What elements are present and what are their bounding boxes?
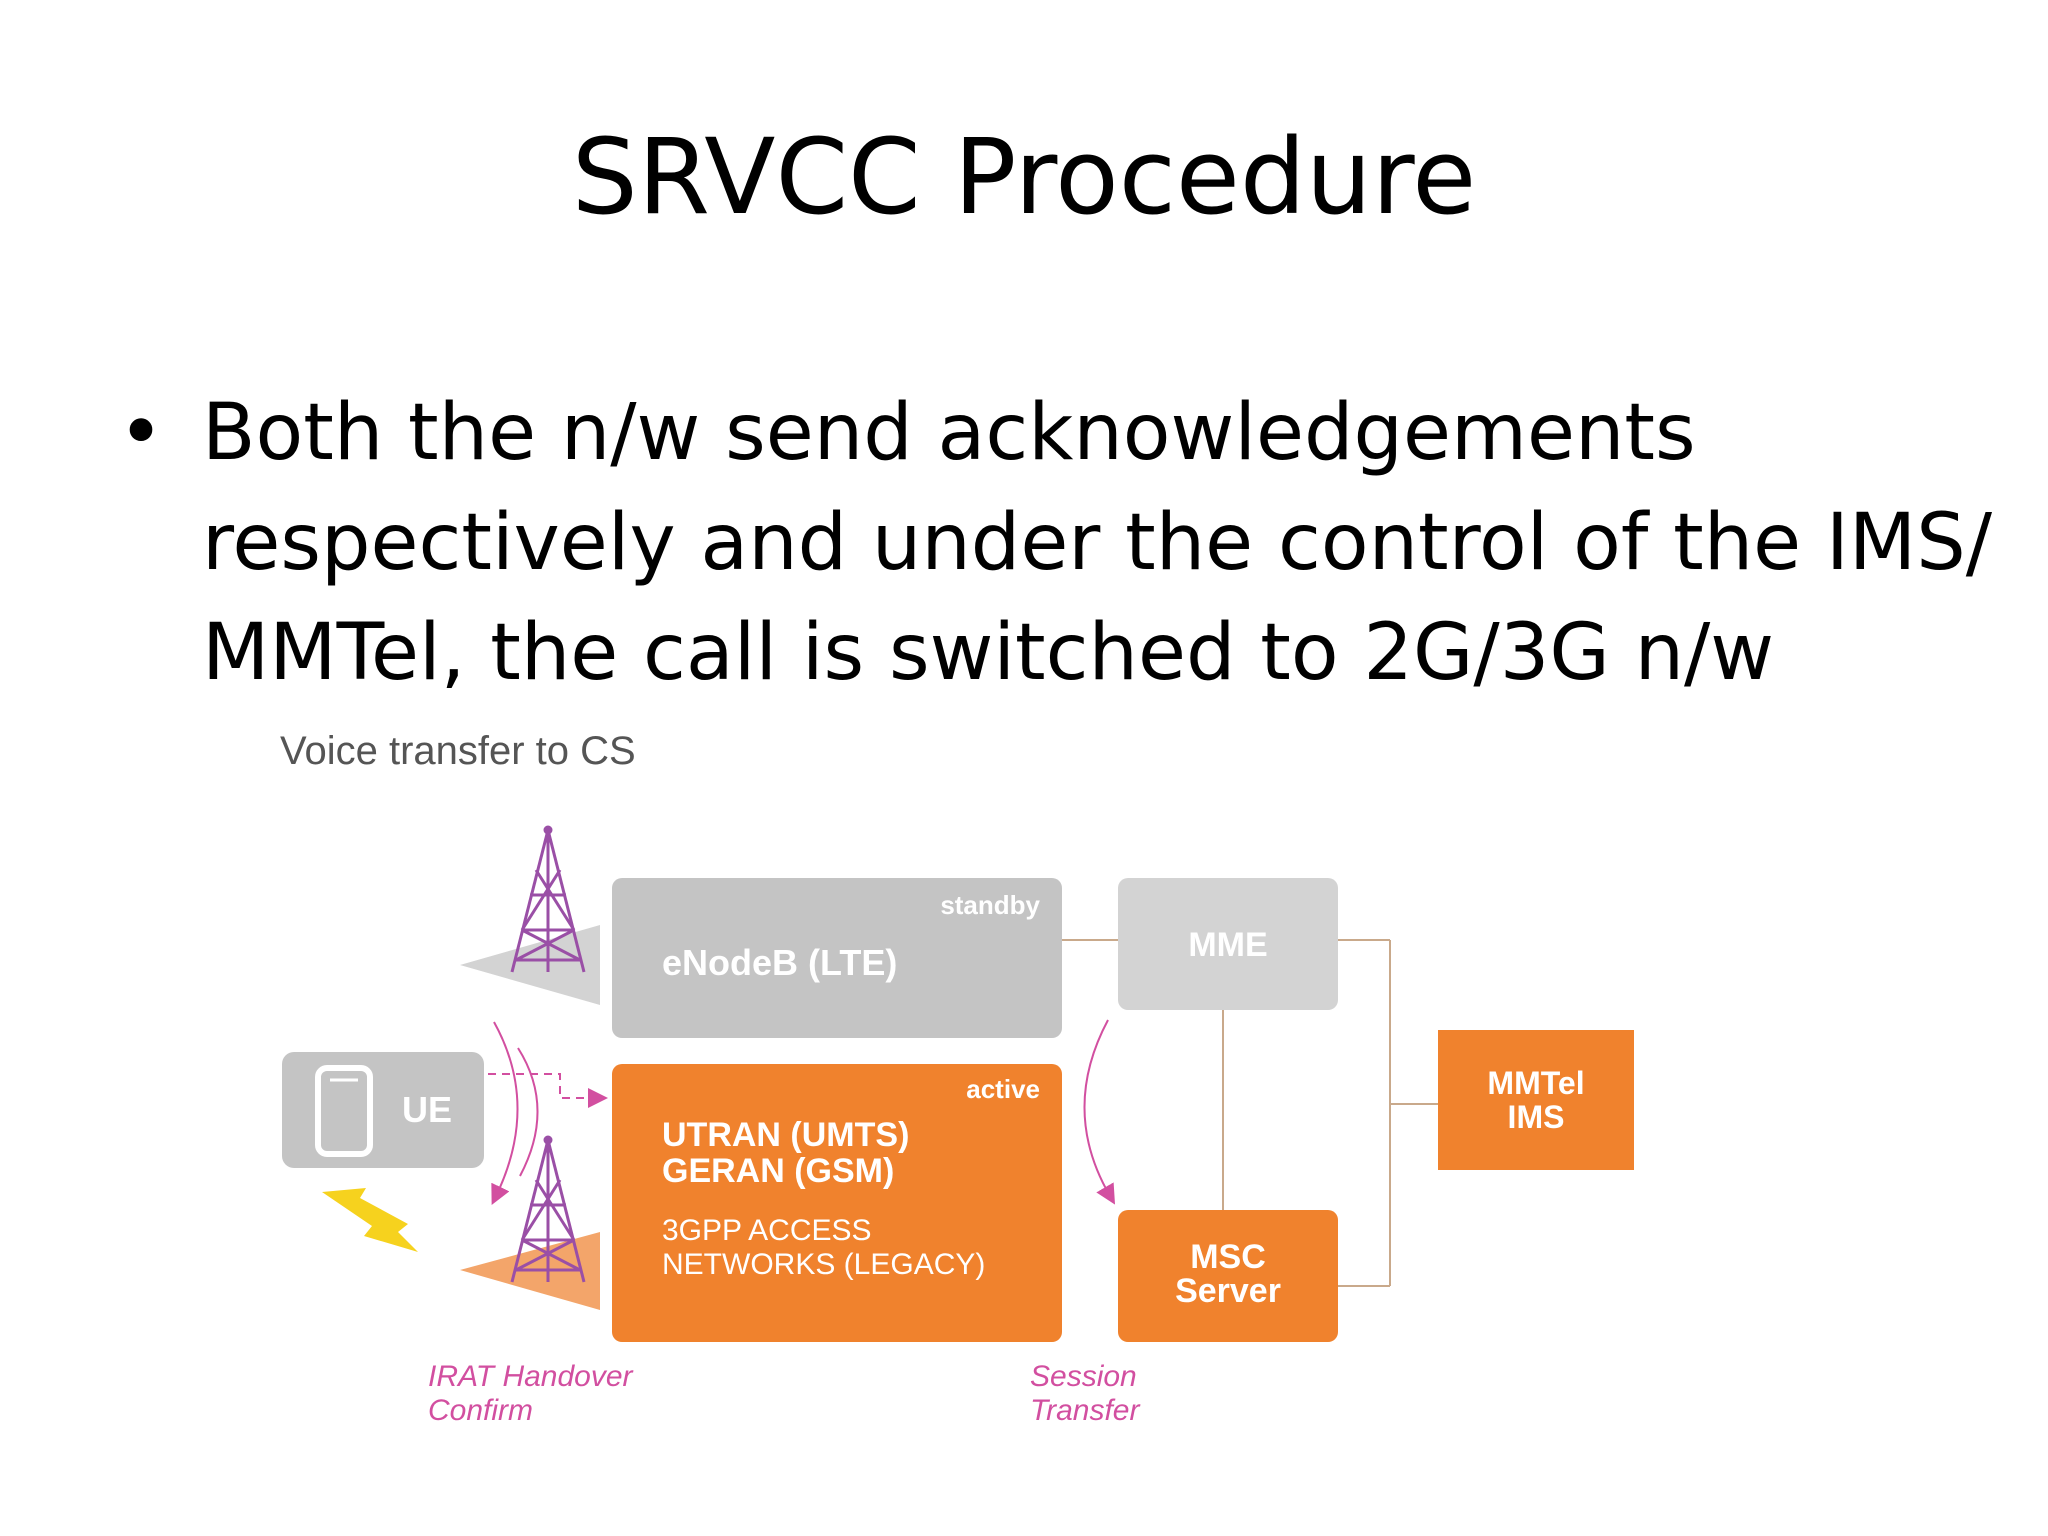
- session-label-2: Transfer: [1030, 1394, 1140, 1427]
- msc-box: [1118, 1210, 1338, 1342]
- enodeb-label: eNodeB (LTE): [662, 942, 897, 983]
- enodeb-box: [612, 878, 1062, 1038]
- ue-box: [282, 1052, 484, 1168]
- lte-pointer-arrow: [460, 925, 600, 1005]
- ue-label: UE: [402, 1089, 452, 1130]
- session-transfer-arrow: [1083, 1019, 1116, 1205]
- mmtel-ims-box: [1438, 1030, 1634, 1170]
- mme-label: MME: [1188, 926, 1267, 964]
- session-label-1: Session: [1030, 1360, 1137, 1393]
- connector-lines: [1060, 939, 1438, 1287]
- handover-dashed-arrow: [488, 1073, 608, 1108]
- irat-arrow: [491, 1021, 519, 1206]
- irat-label-2: Confirm: [428, 1394, 533, 1427]
- mme-box: [1118, 878, 1338, 1010]
- irat-label-1: IRAT Handover: [428, 1360, 634, 1393]
- access-label-1: 3GPP ACCESS: [662, 1214, 872, 1247]
- bullet-text: Both the n/w send acknowledgements respe…: [202, 388, 1993, 698]
- legacy-state: active: [966, 1074, 1040, 1104]
- geran-label: GERAN (GSM): [662, 1152, 894, 1190]
- utran-label: UTRAN (UMTS): [662, 1116, 909, 1154]
- bullet-dot: •: [118, 388, 165, 478]
- legacy-network-box: [612, 1064, 1062, 1342]
- cell-tower-icon: [510, 825, 586, 973]
- msc-label-2: Server: [1175, 1272, 1281, 1310]
- cell-tower-icon: [510, 1135, 586, 1283]
- lightning-icon: [322, 1188, 418, 1252]
- msc-label-1: MSC: [1190, 1238, 1266, 1276]
- access-label-2: NETWORKS (LEGACY): [662, 1248, 985, 1281]
- enodeb-state: standby: [940, 890, 1040, 920]
- ims-label: IMS: [1508, 1099, 1565, 1135]
- diagram-caption: Voice transfer to CS: [280, 729, 636, 773]
- slide-title: SRVCC Procedure: [571, 116, 1477, 238]
- mmtel-label: MMTel: [1487, 1065, 1584, 1101]
- phone-icon: [315, 1065, 373, 1157]
- irat-arrow-secondary: [517, 1047, 539, 1177]
